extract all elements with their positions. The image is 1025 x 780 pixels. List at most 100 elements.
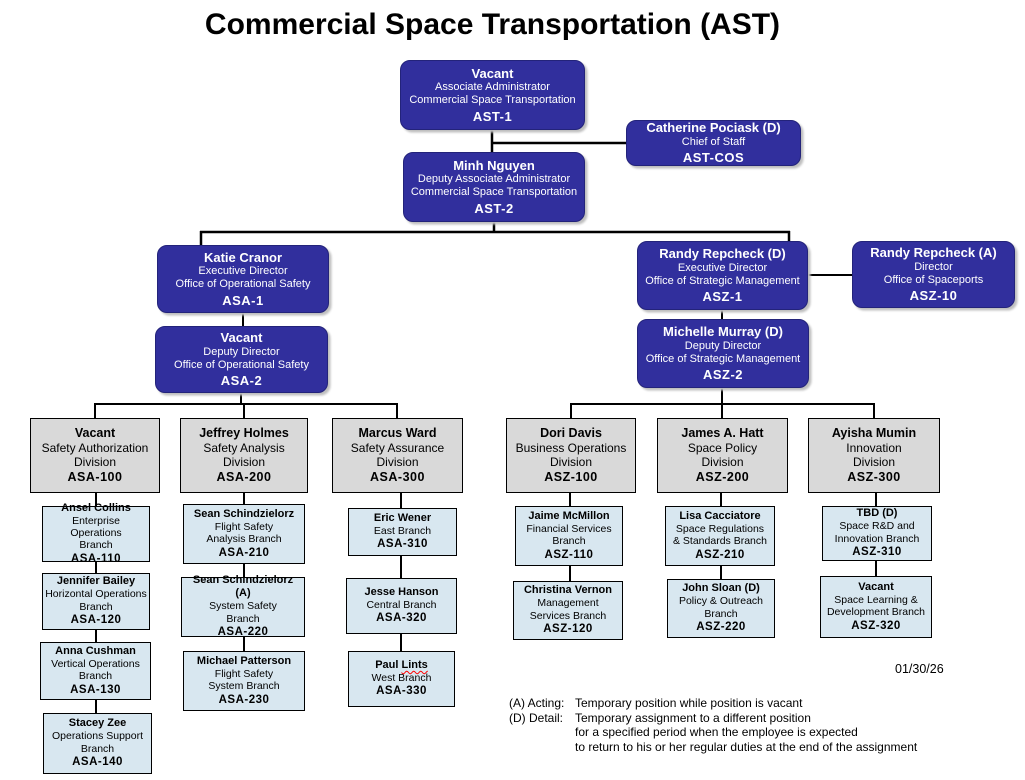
role-title: Deputy Director — [684, 339, 762, 352]
org-node-asz-100: Dori Davis Business Operations Division … — [506, 418, 636, 493]
org-node-ast-2: Minh Nguyen Deputy Associate Administrat… — [403, 152, 585, 222]
office-code: ASZ-110 — [544, 548, 594, 561]
branch-name: Vertical Operations Branch — [51, 657, 140, 683]
org-node-asa-1: Katie Cranor Executive Director Office o… — [157, 245, 329, 313]
org-node-asa-2: Vacant Deputy Director Office of Operati… — [155, 326, 328, 393]
role-title: Director — [914, 260, 953, 273]
org-node-asz-200: James A. Hatt Space Policy Division ASZ-… — [657, 418, 788, 493]
legend-acting-label: (A) Acting: — [509, 696, 565, 710]
org-name: Office of Spaceports — [883, 273, 984, 286]
branch-name: Enterprise Operations Branch — [70, 514, 122, 552]
org-node-asa-140: Stacey Zee Operations Support Branch ASA… — [43, 713, 152, 774]
office-code: ASA-320 — [376, 612, 427, 625]
person-name: Paul Lints — [375, 659, 428, 672]
org-node-asa-300: Marcus Ward Safety Assurance Division AS… — [332, 418, 463, 493]
branch-name: Operations Support Branch — [51, 730, 144, 755]
page-title: Commercial Space Transportation (AST) — [204, 8, 781, 41]
org-node-asa-230: Michael Patterson Flight Safety System B… — [183, 651, 305, 711]
org-node-ast-cos: Catherine Pociask (D) Chief of Staff AST… — [626, 120, 801, 166]
branch-name: Flight Safety Analysis Branch — [206, 520, 282, 546]
office-code: ASA-120 — [70, 614, 122, 627]
org-name: Office of Operational Safety — [175, 278, 311, 290]
person-name: Ansel Collins — [61, 501, 131, 514]
office-code: ASZ-1 — [702, 289, 743, 305]
org-node-asz-1: Randy Repcheck (D) Executive Director Of… — [637, 241, 808, 310]
office-code: ASA-100 — [67, 470, 123, 485]
branch-name: Financial Services Branch — [526, 522, 612, 548]
legend-detail-text-1: Temporary assignment to a different posi… — [575, 710, 811, 725]
office-code: ASZ-210 — [695, 548, 745, 561]
person-name: Randy Repcheck (A) — [870, 245, 997, 261]
role-title: Deputy Director — [203, 345, 280, 358]
division-name: Safety Analysis Division — [203, 440, 285, 469]
org-node-asa-210: Sean Schindzielorz Flight Safety Analysi… — [183, 504, 305, 564]
office-code: ASZ-300 — [847, 470, 901, 485]
office-code: ASA-210 — [218, 546, 270, 559]
org-node-asa-200: Jeffrey Holmes Safety Analysis Division … — [180, 418, 308, 493]
person-name: Jesse Hanson — [364, 586, 439, 599]
person-name: Katie Cranor — [203, 249, 283, 265]
org-node-asz-120: Christina Vernon Management Services Bra… — [513, 581, 623, 640]
office-code: AST-COS — [682, 150, 745, 166]
division-name: Safety Assurance Division — [350, 440, 445, 469]
person-name: Vacant — [858, 580, 894, 593]
branch-name: Policy & Outreach Branch — [678, 595, 764, 620]
person-name: Dori Davis — [540, 426, 602, 441]
office-code: AST-1 — [472, 108, 513, 124]
branch-name: East Branch — [373, 525, 432, 538]
branch-name: Space Learning & Development Branch — [826, 593, 926, 619]
person-name: Catherine Pociask (D) — [646, 120, 781, 136]
chart-date: 01/30/26 — [895, 662, 944, 676]
org-node-asa-110: Ansel Collins Enterprise Operations Bran… — [42, 502, 150, 565]
org-node-ast-1: Vacant Associate Administrator Commercia… — [400, 60, 585, 130]
person-name: Jaime McMillon — [528, 509, 610, 522]
org-node-asz-320: Vacant Space Learning & Development Bran… — [820, 576, 932, 638]
role-title: Deputy Associate Administrator — [417, 173, 571, 186]
office-code: ASZ-100 — [544, 470, 598, 485]
person-name: Jennifer Bailey — [56, 575, 136, 588]
office-code: ASA-230 — [218, 693, 270, 706]
person-name: Minh Nguyen — [453, 157, 535, 173]
office-code: AST-2 — [474, 200, 514, 216]
person-name: Michelle Murray (D) — [663, 324, 783, 340]
office-code: ASA-130 — [70, 683, 121, 696]
division-name: Safety Authorization Division — [41, 440, 149, 469]
org-node-asz-310: TBD (D) Space R&D and Innovation Branch … — [822, 506, 932, 561]
org-name: Office of Operational Safety — [174, 358, 309, 371]
office-code: ASA-1 — [222, 292, 264, 308]
office-code: ASA-300 — [370, 470, 425, 485]
branch-name: West Branch — [371, 672, 432, 685]
org-name: Office of Strategic Management — [645, 274, 800, 287]
office-code: ASA-110 — [70, 552, 122, 565]
branch-name: System Safety Branch — [209, 600, 277, 625]
person-name: Randy Repcheck (D) — [659, 246, 786, 262]
person-name: TBD (D) — [856, 507, 898, 520]
division-name: Innovation Division — [846, 440, 902, 469]
person-name: Jeffrey Holmes — [199, 426, 289, 441]
branch-name: Central Branch — [366, 599, 437, 612]
org-name: Commercial Space Transportation — [410, 186, 578, 198]
org-node-asz-210: Lisa Cacciatore Space Regulations & Stan… — [665, 506, 775, 566]
misspelled-word: Lints — [401, 659, 428, 672]
org-node-asa-310: Eric Wener East Branch ASA-310 — [348, 508, 457, 556]
role-title: Executive Director — [677, 261, 768, 274]
org-node-asa-130: Anna Cushman Vertical Operations Branch … — [40, 642, 151, 700]
legend: (A) Acting: Temporary position while pos… — [509, 696, 917, 754]
office-code: ASZ-200 — [695, 470, 750, 485]
person-name: Marcus Ward — [358, 426, 437, 441]
legend-acting-text: Temporary position while position is vac… — [575, 696, 803, 710]
office-code: ASZ-320 — [851, 619, 901, 632]
person-name: Lisa Cacciatore — [679, 509, 761, 522]
org-node-asa-320: Jesse Hanson Central Branch ASA-320 — [346, 578, 457, 634]
office-code: ASA-310 — [377, 538, 428, 551]
legend-detail-text-3: to return to his or her regular duties a… — [575, 739, 918, 754]
org-node-asz-220: John Sloan (D) Policy & Outreach Branch … — [667, 579, 775, 638]
person-name: John Sloan (D) — [682, 582, 760, 595]
division-name: Space Policy Division — [687, 440, 758, 469]
person-name: Michael Patterson — [196, 654, 292, 667]
office-code: ASA-2 — [220, 373, 263, 389]
office-code: ASA-330 — [376, 685, 427, 698]
office-code: ASZ-2 — [702, 367, 744, 383]
person-name: Sean Schindzielorz — [193, 507, 295, 520]
